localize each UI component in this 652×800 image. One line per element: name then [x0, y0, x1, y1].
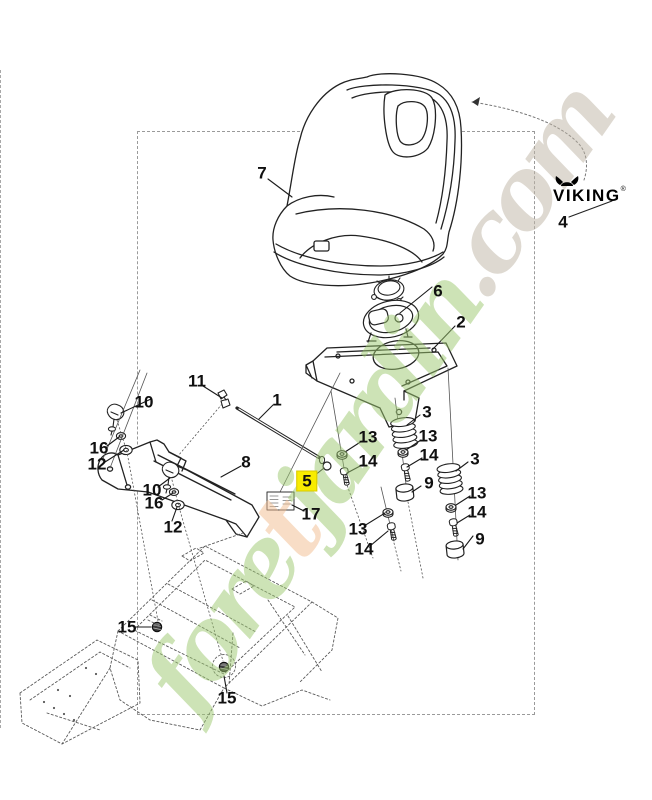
part-label-9[interactable]: 9 [424, 473, 434, 493]
spring-part3b-drawing [436, 463, 464, 495]
part-label-13[interactable]: 13 [418, 426, 438, 446]
part-label-9[interactable]: 9 [475, 529, 485, 549]
part-label-2[interactable]: 2 [456, 312, 466, 332]
bushing-part9a [395, 483, 415, 502]
rod-drawing [235, 406, 332, 471]
part-label-5-highlighted[interactable]: 5 [296, 470, 318, 492]
bolt-part14c [448, 518, 459, 537]
registered-mark: ® [620, 186, 626, 193]
part-label-16[interactable]: 16 [89, 438, 109, 458]
part-label-13[interactable]: 13 [467, 483, 487, 503]
chassis-frame-drawing [19, 532, 339, 745]
part-label-10[interactable]: 10 [142, 480, 162, 500]
viking-logo: VIKING® [553, 176, 626, 206]
part-label-13[interactable]: 13 [358, 427, 378, 447]
viking-logo-text: VIKING [553, 186, 621, 205]
washer-part12b [171, 499, 185, 511]
part-label-4[interactable]: 4 [558, 212, 568, 232]
part-label-14[interactable]: 14 [354, 539, 374, 559]
part-label-12[interactable]: 12 [87, 454, 107, 474]
part-label-10[interactable]: 10 [134, 392, 154, 412]
pin-part10b-drawing [161, 461, 180, 494]
viking-helmet-icon [555, 176, 579, 186]
clipnut-part15a [151, 621, 163, 633]
bolt-part14a [339, 467, 350, 486]
part-label-6[interactable]: 6 [433, 281, 443, 301]
part-label-15[interactable]: 15 [117, 617, 137, 637]
part-label-13[interactable]: 13 [348, 519, 368, 539]
washer-part12a [119, 444, 133, 456]
part-label-14[interactable]: 14 [358, 451, 378, 471]
nut-part13a [336, 450, 348, 460]
part-label-12[interactable]: 12 [163, 517, 183, 537]
bolt-part14d [386, 522, 397, 541]
part-label-3[interactable]: 3 [470, 449, 480, 469]
clip-part11-drawing [217, 389, 231, 409]
part-label-15[interactable]: 15 [217, 688, 237, 708]
viking-leader-line [471, 97, 613, 218]
part-label-16[interactable]: 16 [144, 493, 164, 513]
nut-part13d [382, 508, 394, 518]
pin-part10a-drawing [106, 403, 125, 436]
nut-part13b [397, 448, 409, 458]
part-label-14[interactable]: 14 [419, 445, 439, 465]
leader-lines [104, 178, 474, 694]
bolt-part14b [400, 463, 411, 482]
snap-ring-part5 [322, 461, 332, 471]
bushing-part9b [445, 540, 465, 559]
seat-bracket-drawing [97, 439, 260, 538]
part-label-17[interactable]: 17 [301, 504, 321, 524]
part-label-7[interactable]: 7 [257, 163, 267, 183]
part-label-8[interactable]: 8 [241, 452, 251, 472]
seat-drawing [272, 73, 463, 287]
nut-part13c [445, 503, 457, 513]
part-label-3[interactable]: 3 [422, 402, 432, 422]
part-label-14[interactable]: 14 [467, 502, 487, 522]
label-sticker-part17 [266, 491, 295, 511]
part-label-11[interactable]: 11 [188, 371, 206, 391]
part-label-1[interactable]: 1 [272, 390, 282, 410]
mount-plate-drawing [305, 339, 458, 428]
page-left-dashed-border [0, 70, 1, 728]
